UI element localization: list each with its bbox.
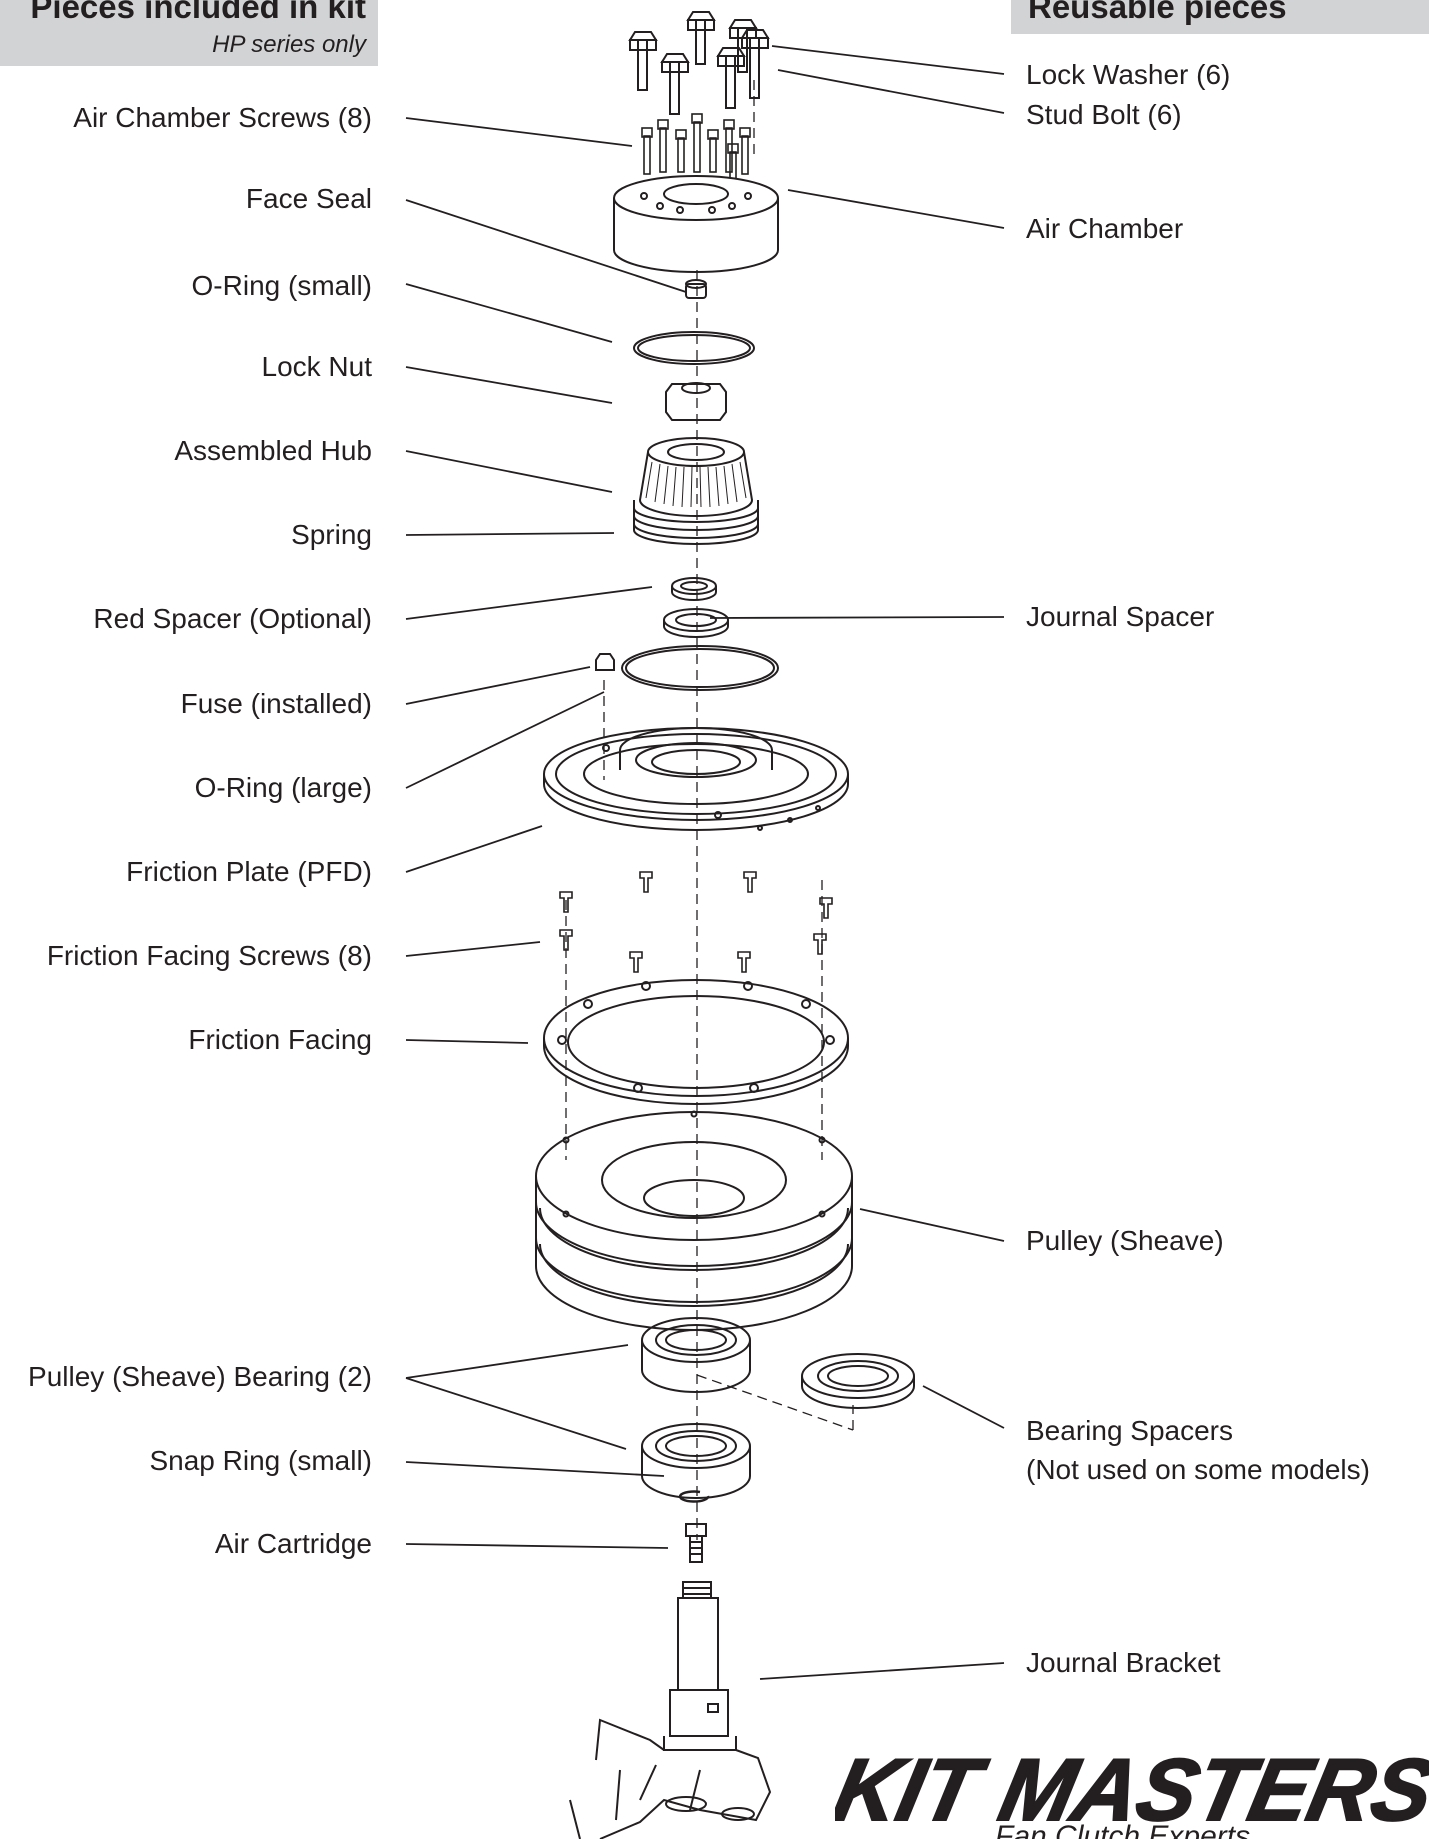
pulley-bearing-lower xyxy=(641,1423,751,1499)
included-kit-subtitle: HP series only xyxy=(212,31,366,58)
label-lock-nut: Lock Nut xyxy=(261,351,373,382)
pulley-bearing-upper xyxy=(641,1317,751,1393)
bearing-spacers xyxy=(801,1353,915,1409)
air-chamber-screws xyxy=(641,113,751,183)
label-lock-washer: Lock Washer (6) xyxy=(1026,59,1231,90)
label-o-ring-small: O-Ring (small) xyxy=(191,270,372,301)
label-bearing-spacers: Bearing Spacers xyxy=(1026,1415,1234,1446)
label-o-ring-large: O-Ring (large) xyxy=(194,772,372,803)
face-seal xyxy=(685,279,707,299)
label-friction-facing-screws: Friction Facing Screws (8) xyxy=(46,940,372,971)
included-kit-title: Pieces included in kit xyxy=(30,0,366,25)
air-cartridge xyxy=(685,1523,707,1563)
assembled-hub xyxy=(638,437,754,517)
friction-plate xyxy=(543,727,849,831)
label-assembled-hub: Assembled Hub xyxy=(174,435,372,466)
leader-lines xyxy=(405,45,1005,1680)
label-bearing-spacers-note: (Not used on some models) xyxy=(1026,1454,1370,1485)
label-red-spacer: Red Spacer (Optional) xyxy=(93,603,372,634)
fuse xyxy=(595,653,615,671)
assembly-axes xyxy=(565,80,854,1540)
label-face-seal: Face Seal xyxy=(245,183,372,214)
label-friction-plate: Friction Plate (PFD) xyxy=(126,856,372,887)
label-air-chamber: Air Chamber xyxy=(1026,213,1184,244)
snap-ring-small xyxy=(678,1490,710,1503)
included-kit-header: Pieces included in kit HP series only xyxy=(0,0,378,66)
label-pulley-sheave: Pulley (Sheave) xyxy=(1026,1225,1224,1256)
spring xyxy=(633,500,759,545)
friction-facing-screws xyxy=(559,871,833,973)
red-spacer xyxy=(671,577,717,601)
label-pulley-bearing: Pulley (Sheave) Bearing (2) xyxy=(28,1361,372,1392)
label-fuse: Fuse (installed) xyxy=(180,688,372,719)
journal-bracket xyxy=(569,1581,772,1839)
o-ring-small xyxy=(633,331,755,365)
label-stud-bolt: Stud Bolt (6) xyxy=(1026,99,1182,130)
label-journal-spacer: Journal Spacer xyxy=(1026,601,1215,632)
label-snap-ring: Snap Ring (small) xyxy=(149,1445,372,1476)
logo-tagline: Fan Clutch Experts xyxy=(995,1820,1250,1839)
friction-facing xyxy=(543,979,849,1105)
stud-bolts-with-lock-washers xyxy=(628,11,770,115)
label-friction-facing: Friction Facing xyxy=(188,1024,372,1055)
label-spring: Spring xyxy=(291,519,372,550)
lock-nut xyxy=(665,382,727,421)
journal-spacer xyxy=(663,608,729,638)
label-air-chamber-screws: Air Chamber Screws (8) xyxy=(73,102,372,133)
air-chamber xyxy=(613,175,779,273)
reusable-pieces-header: Reusable pieces xyxy=(1011,0,1429,34)
pulley-sheave xyxy=(535,1110,853,1331)
logo-brand-text: KIT MASTERS xyxy=(835,1740,1429,1839)
label-air-cartridge: Air Cartridge xyxy=(214,1528,372,1559)
label-journal-bracket: Journal Bracket xyxy=(1026,1647,1221,1678)
o-ring-large xyxy=(621,645,779,691)
kit-masters-logo: KIT MASTERS Fan Clutch Experts xyxy=(835,1739,1429,1839)
reusable-pieces-title: Reusable pieces xyxy=(1028,0,1287,25)
